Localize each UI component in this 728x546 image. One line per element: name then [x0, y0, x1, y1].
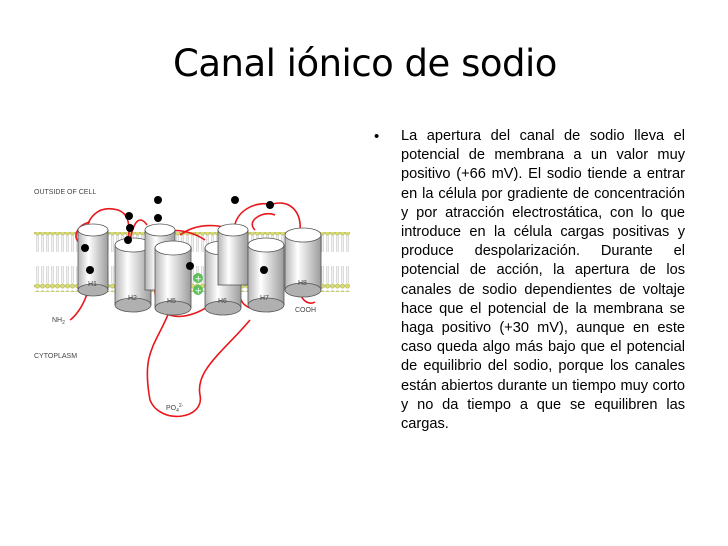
helix-label-h8: H8: [298, 280, 307, 287]
helix-h1: [77, 223, 109, 297]
outside-label: OUTSIDE OF CELL: [34, 189, 96, 196]
positive-charges: + +: [193, 273, 203, 297]
helix-back: [217, 223, 249, 286]
bullet-marker: •: [374, 128, 380, 145]
po4-label: PO42-: [166, 403, 184, 414]
helix-h7: [247, 237, 285, 313]
nh2-label: NH2: [52, 317, 65, 326]
helix-h8: [284, 227, 322, 298]
sodium-channel-diagram: OUTSIDE OF CELL CYTOPLASM: [34, 189, 350, 418]
cooh-label: COOH: [295, 307, 316, 314]
plus-sign-1: +: [195, 275, 203, 285]
helix-labels: H1 H2 H5 H6 H7 H8: [88, 280, 307, 305]
bullet-text: La apertura del canal de sodio lleva el …: [401, 128, 685, 433]
helix-label-h7: H7: [260, 295, 269, 302]
residue-dots: [81, 196, 274, 274]
helix-h5: [154, 240, 192, 316]
helix-label-h5: H5: [167, 298, 176, 305]
slide-title: Canal iónico de sodio: [173, 42, 557, 85]
plus-sign-2: +: [195, 287, 203, 297]
helix-label-h1: H1: [88, 281, 97, 288]
helix-label-h2: H2: [128, 295, 137, 302]
helix-label-h6: H6: [218, 298, 227, 305]
cytoplasm-label: CYTOPLASM: [34, 353, 77, 360]
